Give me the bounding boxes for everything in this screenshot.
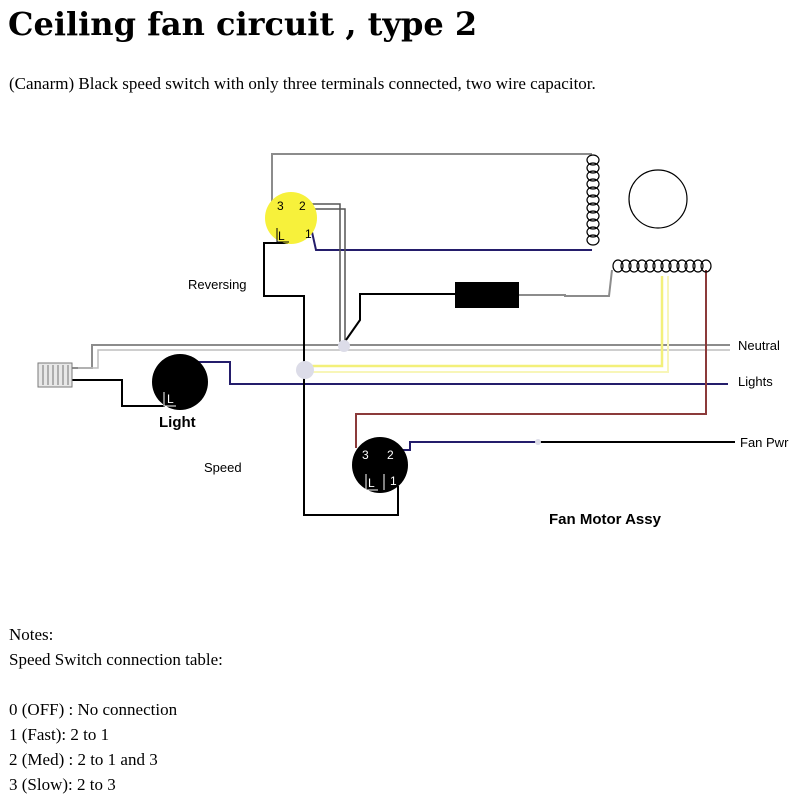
fan-motor-assy-label: Fan Motor Assy [549, 511, 662, 528]
speed-terminal-1: 1 [390, 474, 397, 488]
connection-row: 2 (Med) : 2 to 1 and 3 [9, 750, 158, 769]
reversing-loop-wire [271, 153, 592, 202]
notes-section: Notes: Speed Switch connection table: 0 … [9, 622, 223, 797]
light-switch: L [152, 354, 208, 410]
capacitor-left-lead [345, 293, 455, 341]
reversing-l-wire [263, 242, 305, 368]
connection-row: 1 (Fast): 2 to 1 [9, 725, 110, 744]
light-terminal-l: L [167, 392, 174, 406]
notes-heading: Notes: [9, 625, 54, 644]
speed-terminal-3: 3 [362, 448, 369, 462]
reversing-terminal-1: 1 [305, 227, 312, 241]
page-subtitle: (Canarm) Black speed switch with only th… [9, 74, 596, 93]
reversing-terminal-3: 3 [277, 199, 284, 213]
fan-power-wire [400, 441, 538, 451]
neutral-wire-inner [78, 349, 730, 369]
yellow-wire-b [306, 276, 669, 373]
connection-row: 3 (Slow): 2 to 3 [9, 775, 116, 794]
yellow-wire-a [306, 276, 664, 368]
common-to-speed-wire [303, 368, 399, 516]
neutral-junction [338, 340, 350, 352]
reversing-2-wire-b [308, 208, 346, 342]
lights-wire [196, 361, 728, 385]
reversing-switch: 3 2 L 1 [265, 192, 317, 244]
reversing-2-wire-a [308, 203, 341, 342]
capacitor [455, 282, 519, 308]
motor-rotor [628, 169, 688, 229]
motor-coil-horizontal [612, 259, 712, 273]
motor-coil-vertical [586, 154, 600, 246]
connection-row: 0 (OFF) : No connection [9, 700, 178, 719]
canopy-connector [37, 362, 73, 388]
connection-table-title: Speed Switch connection table: [9, 650, 223, 669]
speed-terminal-2: 2 [387, 448, 394, 462]
neutral-label: Neutral [738, 338, 780, 353]
fan-power-junction [535, 439, 541, 445]
light-feed-wire [72, 379, 165, 407]
fan-pwr-label: Fan Pwr [740, 435, 789, 450]
reversing-to-coil-wire [311, 231, 592, 251]
reversing-label: Reversing [188, 277, 247, 292]
light-label: Light [159, 414, 196, 431]
speed-switch: 3 2 L 1 [352, 437, 408, 493]
notes-spacer [9, 672, 223, 697]
speed-terminal-l: L [368, 476, 375, 490]
brown-wire [355, 270, 707, 448]
reversing-terminal-l: L [278, 229, 285, 243]
speed-label: Speed [204, 460, 242, 475]
capacitor-right-lead [519, 269, 613, 297]
reversing-terminal-2: 2 [299, 199, 306, 213]
page-title: Ceiling fan circuit , type 2 [8, 5, 478, 43]
lights-label: Lights [738, 374, 773, 389]
common-junction [296, 361, 314, 379]
